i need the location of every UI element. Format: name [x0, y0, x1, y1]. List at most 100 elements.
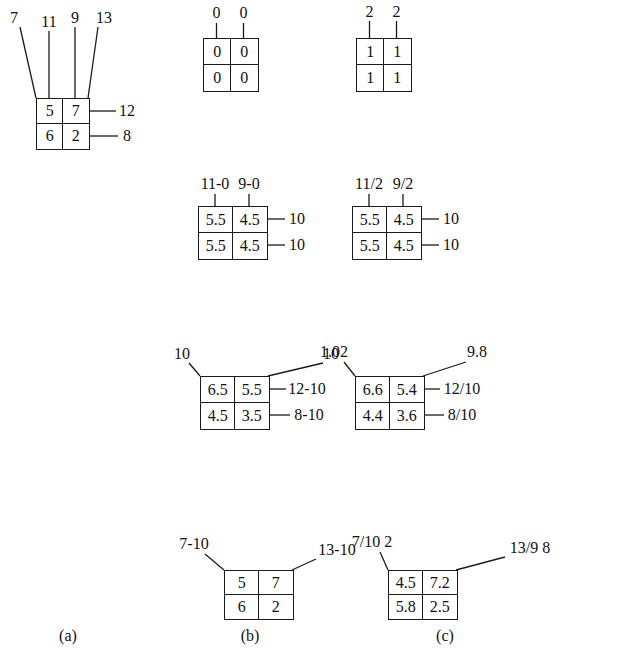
leader-line [344, 362, 355, 376]
projection-number: 13 [96, 9, 112, 26]
projection-value: 12-10 [288, 380, 325, 398]
cell-value: 6 [238, 599, 246, 615]
projection-value: 11-0 [201, 175, 230, 193]
cell-value: 2 [272, 599, 280, 615]
matrix-cell: 2 [258, 594, 294, 620]
cell-value: 2.5 [430, 599, 450, 615]
leader-line [292, 559, 316, 570]
projection-value: 11/2 [355, 175, 383, 193]
leader-line [266, 218, 285, 219]
projection-value: 8-10 [294, 406, 323, 424]
projection-value: 2 [366, 3, 374, 21]
matrix-cell: 5 [224, 570, 260, 596]
matrix-cell: 4.5 [388, 570, 424, 596]
leader-line [420, 244, 439, 245]
leader-line [423, 414, 444, 415]
panel-label: (c) [436, 627, 454, 645]
leader-line [268, 388, 286, 389]
leader-line [396, 21, 397, 38]
projection-value: 1.02 [320, 343, 348, 361]
cell-value: 1 [393, 44, 401, 60]
matrix-cell: 0 [203, 64, 232, 92]
projection-number: 2 [393, 3, 401, 20]
cell-value: 6 [46, 128, 54, 144]
cell-value: 4.5 [240, 212, 260, 228]
projection-number: 9 [71, 9, 79, 26]
projection-number: 7-10 [179, 535, 208, 552]
leader-line [420, 218, 439, 219]
projection-value: 8/10 [448, 406, 476, 424]
projection-number: 7 [10, 9, 18, 26]
matrix-cell: 4.5 [232, 206, 268, 234]
cell-value: 7 [272, 575, 280, 591]
projection-number: 13-10 [318, 541, 355, 558]
matrix-cell: 3.6 [389, 402, 425, 430]
cell-value: 1 [366, 44, 374, 60]
projection-value: 0 [240, 4, 248, 22]
projection-number: 8 [123, 127, 131, 144]
projection-number: 7/10 2 [352, 533, 392, 550]
cell-value: 5.5 [360, 238, 380, 254]
cell-value: 5.5 [206, 238, 226, 254]
projection-number: 12 [119, 102, 135, 119]
matrix-cell: 2.5 [422, 594, 458, 620]
projection-number: 11/2 [355, 175, 383, 192]
matrix-cell: 2 [62, 123, 90, 150]
matrix-cell: 6 [224, 594, 260, 620]
leader-line [266, 244, 285, 245]
cell-value: 4.5 [208, 408, 228, 424]
matrix-cell: 7.2 [422, 570, 458, 596]
leader-line [402, 194, 403, 206]
projection-number: 10 [289, 236, 305, 253]
cell-value: 7 [72, 103, 80, 119]
projection-value: 9-0 [238, 175, 259, 193]
leader-line [423, 388, 440, 389]
matrix-cell: 4.5 [232, 232, 268, 260]
panel-label-text: (b) [241, 627, 260, 644]
projection-number: 9.8 [467, 343, 487, 360]
matrix-cell: 5 [36, 98, 64, 125]
projection-number: 11 [41, 13, 56, 30]
matrix-cell: 5.5 [198, 232, 234, 260]
leader-line [88, 27, 98, 98]
panel-label-text: (a) [59, 627, 77, 644]
matrix-cell: 5.5 [352, 232, 388, 260]
leader-line [216, 23, 217, 38]
projection-value: 7/10 2 [352, 533, 392, 551]
leader-line [48, 31, 49, 98]
matrix-cell: 1 [383, 64, 412, 92]
projection-value: 13/9 8 [510, 539, 550, 557]
cell-value: 2 [72, 128, 80, 144]
cell-value: 5.5 [360, 212, 380, 228]
leader-line [20, 27, 36, 98]
projection-value: 2 [393, 3, 401, 21]
matrix-cell: 1 [383, 38, 412, 66]
projection-number: 11-0 [201, 175, 230, 192]
cell-value: 0 [213, 44, 221, 60]
matrix-cell: 4.5 [386, 206, 422, 234]
leader-line [88, 135, 118, 136]
matrix-cell: 3.5 [234, 402, 270, 430]
cell-value: 0 [213, 70, 221, 86]
leader-line [380, 552, 388, 570]
leader-line [369, 21, 370, 38]
projection-number: 9-0 [238, 175, 259, 192]
projection-value: 7 [10, 9, 18, 27]
projection-number: 10 [289, 210, 305, 227]
matrix-cell: 7 [258, 570, 294, 596]
projection-value: 12/10 [444, 380, 480, 398]
projection-number: 12/10 [444, 380, 480, 397]
projection-number: 0 [240, 4, 248, 21]
matrix-cell: 0 [230, 64, 259, 92]
cell-value: 7.2 [430, 575, 450, 591]
matrix-cell: 7 [62, 98, 90, 125]
cell-value: 5 [238, 575, 246, 591]
cell-value: 6.5 [208, 382, 228, 398]
cell-value: 0 [240, 44, 248, 60]
matrix-cell: 6 [36, 123, 64, 150]
cell-value: 4.5 [394, 212, 414, 228]
matrix-cell: 5.5 [352, 206, 388, 234]
projection-number: 10 [443, 210, 459, 227]
matrix-cell: 1 [356, 64, 385, 92]
